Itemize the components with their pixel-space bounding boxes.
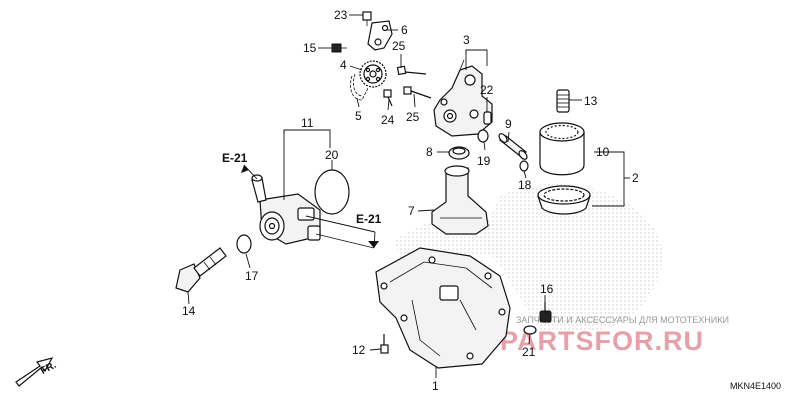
callout-17: 17 — [245, 269, 259, 283]
callout-11: 11 — [301, 116, 314, 130]
part-12-bolt — [380, 334, 389, 354]
part-8-seal — [448, 146, 470, 160]
part-25-bolt-a — [396, 65, 427, 76]
part-22-pin — [483, 111, 492, 125]
part-13-stud — [556, 89, 570, 113]
part-23-bolt — [362, 11, 372, 26]
callout-18: 18 — [518, 178, 532, 192]
part-18-o-ring — [519, 160, 529, 172]
callout-25-bottom: 25 — [406, 110, 420, 124]
e21-mid-arrows — [305, 215, 379, 249]
ref-e21-top: E-21 — [222, 151, 248, 165]
callout-21: 21 — [522, 345, 536, 359]
part-10-oil-filter — [539, 122, 585, 176]
diagram-ref-code: MKN4E1400 — [730, 381, 781, 391]
callout-19: 19 — [477, 154, 491, 168]
part-17-washer — [236, 234, 252, 254]
callout-3: 3 — [463, 33, 470, 47]
part-6-bracket — [367, 20, 393, 51]
part-11-oil-cooler — [251, 174, 321, 245]
callout-12: 12 — [352, 343, 366, 357]
callout-8: 8 — [426, 145, 433, 159]
callout-23: 23 — [334, 8, 348, 22]
part-1-oil-pan — [375, 247, 511, 369]
callout-7: 7 — [408, 204, 415, 218]
callout-14: 14 — [182, 304, 196, 318]
ref-e21-mid: E-21 — [356, 212, 382, 226]
part-5-chain — [350, 73, 369, 101]
callout-13: 13 — [584, 94, 598, 108]
callout-22: 22 — [480, 83, 494, 97]
part-14-bolt — [175, 247, 227, 293]
callout-9: 9 — [505, 117, 512, 131]
callout-24: 24 — [381, 113, 395, 127]
callout-5: 5 — [355, 109, 362, 123]
front-arrow — [15, 357, 54, 387]
callout-20: 20 — [325, 148, 339, 162]
callout-2: 2 — [632, 171, 639, 185]
part-16-drain-bolt — [539, 302, 552, 323]
callout-25-top: 25 — [392, 39, 406, 53]
part-19-o-ring — [477, 129, 489, 143]
part-7-strainer — [431, 165, 489, 235]
part-2-filter-cap — [537, 185, 591, 215]
callout-1: 1 — [432, 379, 439, 393]
part-3-oil-pump — [433, 59, 493, 137]
e21-top-arrow — [241, 164, 258, 180]
part-9-pipe — [498, 133, 528, 160]
callout-10: 10 — [596, 145, 610, 159]
part-21-washer — [523, 325, 537, 335]
part-25-bolt-b — [403, 86, 432, 99]
part-24-bolt — [383, 89, 393, 107]
callout-16: 16 — [540, 282, 554, 296]
part-4-sprocket — [359, 60, 387, 88]
part-20-o-ring — [314, 169, 350, 215]
callout-15: 15 — [303, 41, 317, 55]
callout-4: 4 — [340, 58, 347, 72]
watermark-text: ЗАПЧАСТИ И АКСЕССУАРЫ ДЛЯ МОТОТЕХНИКИ — [516, 315, 729, 325]
part-15-bolt — [331, 43, 347, 53]
leader-lines — [187, 14, 630, 378]
callout-6: 6 — [401, 23, 408, 37]
